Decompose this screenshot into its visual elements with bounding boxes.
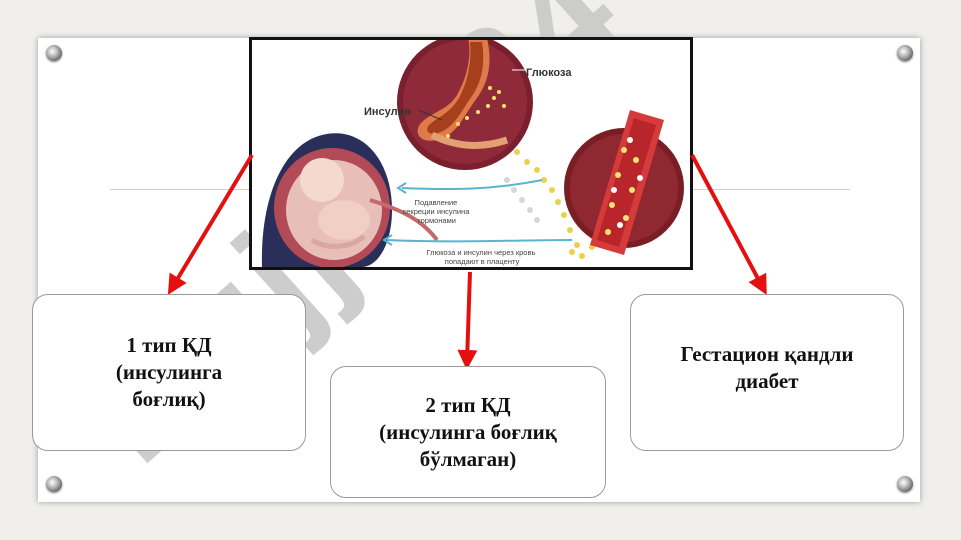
pin-icon	[46, 45, 62, 61]
type1-diabetes-label: 1 тип ҚД (инсулинга боғлиқ)	[115, 333, 223, 411]
gestational-diabetes-illustration: Глюкоза Инсулин	[249, 37, 693, 270]
pin-icon	[46, 476, 62, 492]
stomach-image: Глюкоза Инсулин	[364, 40, 572, 170]
type1-diabetes-box: 1 тип ҚД (инсулинга боғлиқ)	[32, 294, 306, 451]
blood-vessel-image	[564, 110, 684, 255]
label-glucose: Глюкоза	[526, 67, 572, 79]
gestational-diabetes-box: Гестацион қандли диабет	[630, 294, 904, 451]
type2-diabetes-box: 2 тип ҚД (инсулинга боғлиқ бўлмаган)	[330, 366, 606, 498]
label-insulin: Инсулин	[364, 106, 411, 118]
pin-icon	[897, 45, 913, 61]
pin-icon	[897, 476, 913, 492]
caption-transfer: Глюкоза и инсулин через кровь попадают в…	[427, 248, 538, 266]
type2-diabetes-label: 2 тип ҚД (инсулинга боғлиқ бўлмаган)	[379, 392, 557, 471]
caption-suppression: Подавление секреции инсулина гормонами	[403, 198, 472, 225]
flow-arrows	[382, 179, 573, 246]
gestational-diabetes-label: Гестацион қандли диабет	[680, 342, 854, 393]
fetus-in-uterus-image	[261, 133, 439, 267]
